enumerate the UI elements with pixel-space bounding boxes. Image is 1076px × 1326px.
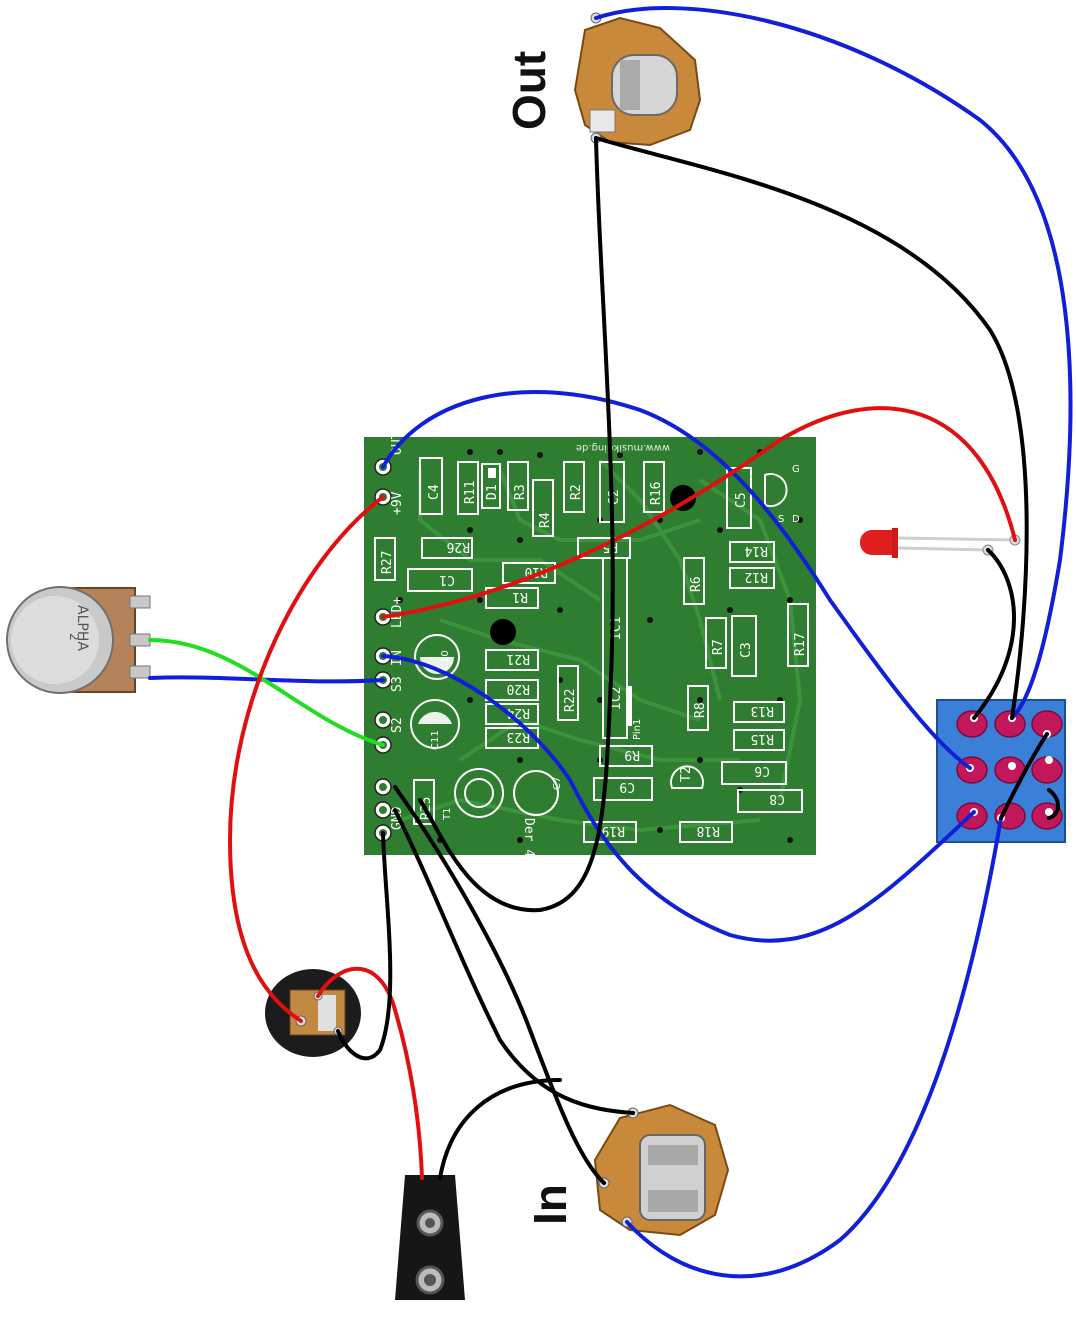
- t1-pin-d: D: [792, 514, 800, 525]
- comp-r17: R17: [793, 633, 808, 656]
- comp-r3: R3: [513, 484, 528, 500]
- comp-r15: R15: [751, 731, 774, 746]
- comp-c6: C6: [754, 763, 770, 778]
- pad-label-9v: +9V: [390, 491, 405, 515]
- comp-r21: R21: [507, 651, 530, 666]
- wire-black-dc: [336, 831, 393, 1061]
- pcb-board: www.musikding.de Der 45er v.1: [364, 431, 816, 912]
- comp-r1: R1: [512, 589, 528, 604]
- comp-c5: C5: [734, 492, 749, 508]
- comp-r23: R23: [507, 729, 530, 744]
- label-out: Out: [503, 51, 555, 130]
- comp-r7: R7: [711, 639, 726, 655]
- comp-c10: C10: [440, 650, 451, 670]
- led: [860, 528, 1021, 558]
- comp-r6: R6: [689, 576, 704, 592]
- comp-r13: R13: [751, 703, 774, 718]
- wire-black-switch-inner: [999, 732, 1049, 820]
- input-jack: [593, 1103, 730, 1237]
- comp-r19: R19: [602, 823, 625, 838]
- wire-blue-in-jack: [625, 816, 1003, 1279]
- comp-c11: C11: [430, 730, 441, 750]
- battery-clip: [395, 1175, 465, 1300]
- comp-c2: C2: [607, 489, 622, 505]
- comp-c8: C8: [769, 791, 785, 806]
- comp-d1: D1: [485, 484, 500, 500]
- comp-r9: R9: [624, 747, 640, 762]
- wire-black-in-jack: [393, 785, 606, 1185]
- wire-red-led: [381, 406, 1017, 619]
- wire-blue-out-jack: [594, 6, 1073, 720]
- t1-pin-g: G: [792, 464, 800, 475]
- pad-label-s2: S2: [390, 717, 405, 733]
- comp-r14: R14: [744, 543, 768, 558]
- comp-r8: R8: [693, 702, 708, 718]
- comp-c1: C1: [439, 572, 455, 587]
- wires: [148, 6, 1073, 1279]
- comp-r20: R20: [507, 681, 530, 696]
- wire-black-battery: [393, 808, 635, 1180]
- comp-r11: R11: [463, 481, 478, 504]
- wire-green-pot: [148, 638, 385, 747]
- comp-c4: C4: [427, 484, 442, 500]
- comp-t2: T2: [679, 766, 694, 782]
- t1-pin-s: S: [778, 514, 784, 525]
- component-labels: C4 R11 D1 R3 R2 C2 R16 C5 R27 R26 R4 C1 …: [380, 464, 808, 838]
- comp-r12: R12: [745, 569, 768, 584]
- comp-t1: T1: [442, 808, 453, 821]
- comp-ic2-pin1: Pin1: [632, 719, 643, 740]
- pad-label-led: LED+: [390, 597, 405, 628]
- comp-r2: R2: [569, 484, 584, 500]
- comp-r27: R27: [380, 551, 395, 574]
- comp-r22: R22: [563, 689, 578, 712]
- wire-black-out-loop: [418, 136, 615, 913]
- output-jack: [573, 12, 702, 147]
- wire-red-battery: [316, 966, 424, 1180]
- pot-brand: ALPHA: [74, 605, 90, 651]
- comp-c7: C7: [552, 777, 563, 790]
- wire-black-out-switch: [594, 136, 1029, 720]
- wire-blue-out-pad: [381, 390, 972, 770]
- comp-r16: R16: [649, 482, 664, 505]
- pot-mark: 2: [67, 633, 81, 641]
- comp-ic2: IC2: [609, 687, 624, 710]
- comp-c3: C3: [739, 642, 754, 658]
- label-in: In: [524, 1184, 576, 1225]
- comp-c9: C9: [619, 779, 635, 794]
- wire-black-led: [972, 548, 1016, 720]
- pad-label-s3: S3: [390, 676, 405, 692]
- comp-r4: R4: [538, 512, 553, 528]
- wire-blue-in-pad: [381, 654, 976, 943]
- pcb-title: Der 45er v.1: [521, 818, 536, 912]
- wire-red-9v: [227, 495, 385, 1023]
- wire-black-jumper: [1047, 788, 1060, 820]
- potentiometer: ALPHA 2: [6, 586, 151, 694]
- comp-r18: R18: [697, 823, 720, 838]
- pcb-url: www.musikding.de: [576, 442, 670, 453]
- comp-r26: R26: [447, 539, 470, 554]
